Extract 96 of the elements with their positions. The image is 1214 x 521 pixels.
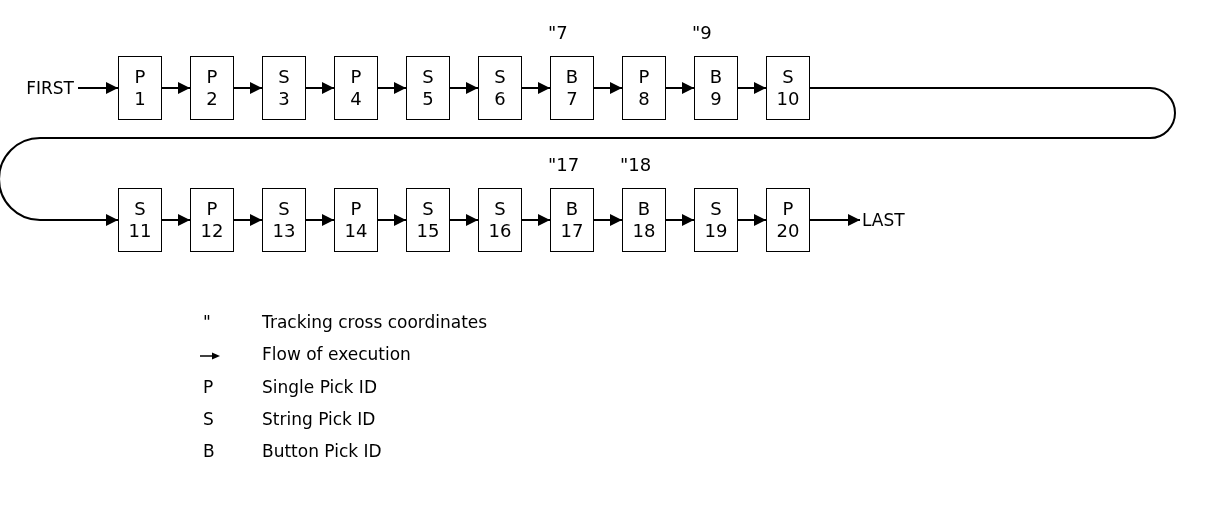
tracking-coordinate-label: "7 — [548, 22, 568, 43]
pick-id-box — [622, 188, 666, 252]
pick-number: 6 — [494, 88, 506, 110]
legend-text: String Pick ID — [262, 409, 376, 429]
flow-arrow — [77, 82, 119, 94]
pick-id-box — [478, 188, 522, 252]
pick-type-letter: S — [134, 198, 146, 220]
pick-id-box — [406, 188, 450, 252]
pick-id-box — [766, 56, 810, 120]
flow-arrow — [377, 82, 407, 94]
pick-id-box — [766, 188, 810, 252]
pick-id-box — [550, 56, 594, 120]
legend-text: Single Pick ID — [262, 377, 377, 397]
flow-arrow — [809, 214, 861, 226]
tracking-coordinate-label: "9 — [692, 22, 712, 43]
flow-arrow — [377, 214, 407, 226]
pick-type-letter: S — [278, 198, 290, 220]
pick-id-box — [118, 188, 162, 252]
tracking-coordinate-label: "17 — [548, 154, 580, 175]
pick-id-box — [550, 188, 594, 252]
pick-id-box — [118, 56, 162, 120]
legend-key-symbol: P — [203, 377, 214, 397]
flow-arrow — [737, 82, 767, 94]
legend-key-symbol: " — [203, 312, 211, 332]
legend-text: Flow of execution — [262, 344, 411, 364]
flow-terminal-label: FIRST — [10, 76, 74, 100]
pick-number: 12 — [200, 220, 224, 242]
flow-arrow — [521, 82, 551, 94]
pick-type-letter: P — [638, 66, 650, 88]
pick-number: 15 — [416, 220, 440, 242]
flow-arrow — [521, 214, 551, 226]
flow-terminal-label: LAST — [862, 208, 922, 232]
pick-type-letter: P — [206, 66, 218, 88]
flow-arrow — [665, 214, 695, 226]
pick-number: 7 — [566, 88, 578, 110]
pick-type-letter: P — [782, 198, 794, 220]
pick-id-box — [406, 56, 450, 120]
pick-id-box — [622, 56, 666, 120]
pick-type-letter: P — [350, 198, 362, 220]
flow-arrow — [449, 82, 479, 94]
pick-type-letter: B — [565, 66, 579, 88]
flow-arrow — [593, 82, 623, 94]
pick-id-box — [694, 188, 738, 252]
pick-number: 4 — [350, 88, 362, 110]
pick-number: 9 — [710, 88, 722, 110]
pick-number: 8 — [638, 88, 650, 110]
legend-text: Tracking cross coordinates — [262, 312, 488, 332]
pick-type-letter: S — [782, 66, 794, 88]
pick-id-box — [262, 56, 306, 120]
flow-arrow — [161, 214, 191, 226]
pick-number: 1 — [134, 88, 146, 110]
pick-number: 16 — [488, 220, 512, 242]
pick-number: 17 — [560, 220, 584, 242]
pick-type-letter: S — [422, 198, 434, 220]
pick-type-letter: B — [709, 66, 723, 88]
pick-type-letter: P — [134, 66, 146, 88]
pick-type-letter: S — [494, 66, 506, 88]
pick-type-letter: S — [278, 66, 290, 88]
pick-id-box — [262, 188, 306, 252]
pick-number: 3 — [278, 88, 290, 110]
pick-type-letter: B — [637, 198, 651, 220]
pick-number: 20 — [776, 220, 800, 242]
pick-number: 19 — [704, 220, 728, 242]
pick-number: 18 — [632, 220, 656, 242]
pick-number: 10 — [776, 88, 800, 110]
flow-arrow — [665, 82, 695, 94]
pick-type-letter: S — [422, 66, 434, 88]
pick-number: 2 — [206, 88, 218, 110]
pick-type-letter: B — [565, 198, 579, 220]
pick-type-letter: S — [710, 198, 722, 220]
tracking-coordinate-label: "18 — [620, 154, 652, 175]
flow-arrow — [593, 214, 623, 226]
pick-id-box — [478, 56, 522, 120]
flow-arrow — [233, 214, 263, 226]
pick-number: 11 — [128, 220, 152, 242]
pick-type-letter: S — [494, 198, 506, 220]
legend-text: Button Pick ID — [262, 441, 382, 461]
legend-key-symbol: B — [203, 441, 215, 461]
pick-id-box — [694, 56, 738, 120]
pick-number: 13 — [272, 220, 296, 242]
flow-arrow — [161, 82, 191, 94]
flow-arrow — [305, 82, 335, 94]
pick-id-box — [334, 188, 378, 252]
pick-id-box — [334, 56, 378, 120]
pick-number: 5 — [422, 88, 434, 110]
flow-arrow — [0, 87, 1176, 226]
flow-arrow — [449, 214, 479, 226]
legend-key-symbol: S — [203, 409, 214, 429]
flow-arrow — [305, 214, 335, 226]
pick-number: 14 — [344, 220, 368, 242]
flow-arrow — [737, 214, 767, 226]
pick-id-box — [190, 188, 234, 252]
pick-id-box — [190, 56, 234, 120]
pick-type-letter: P — [350, 66, 362, 88]
pick-type-letter: P — [206, 198, 218, 220]
flow-arrow — [233, 82, 263, 94]
